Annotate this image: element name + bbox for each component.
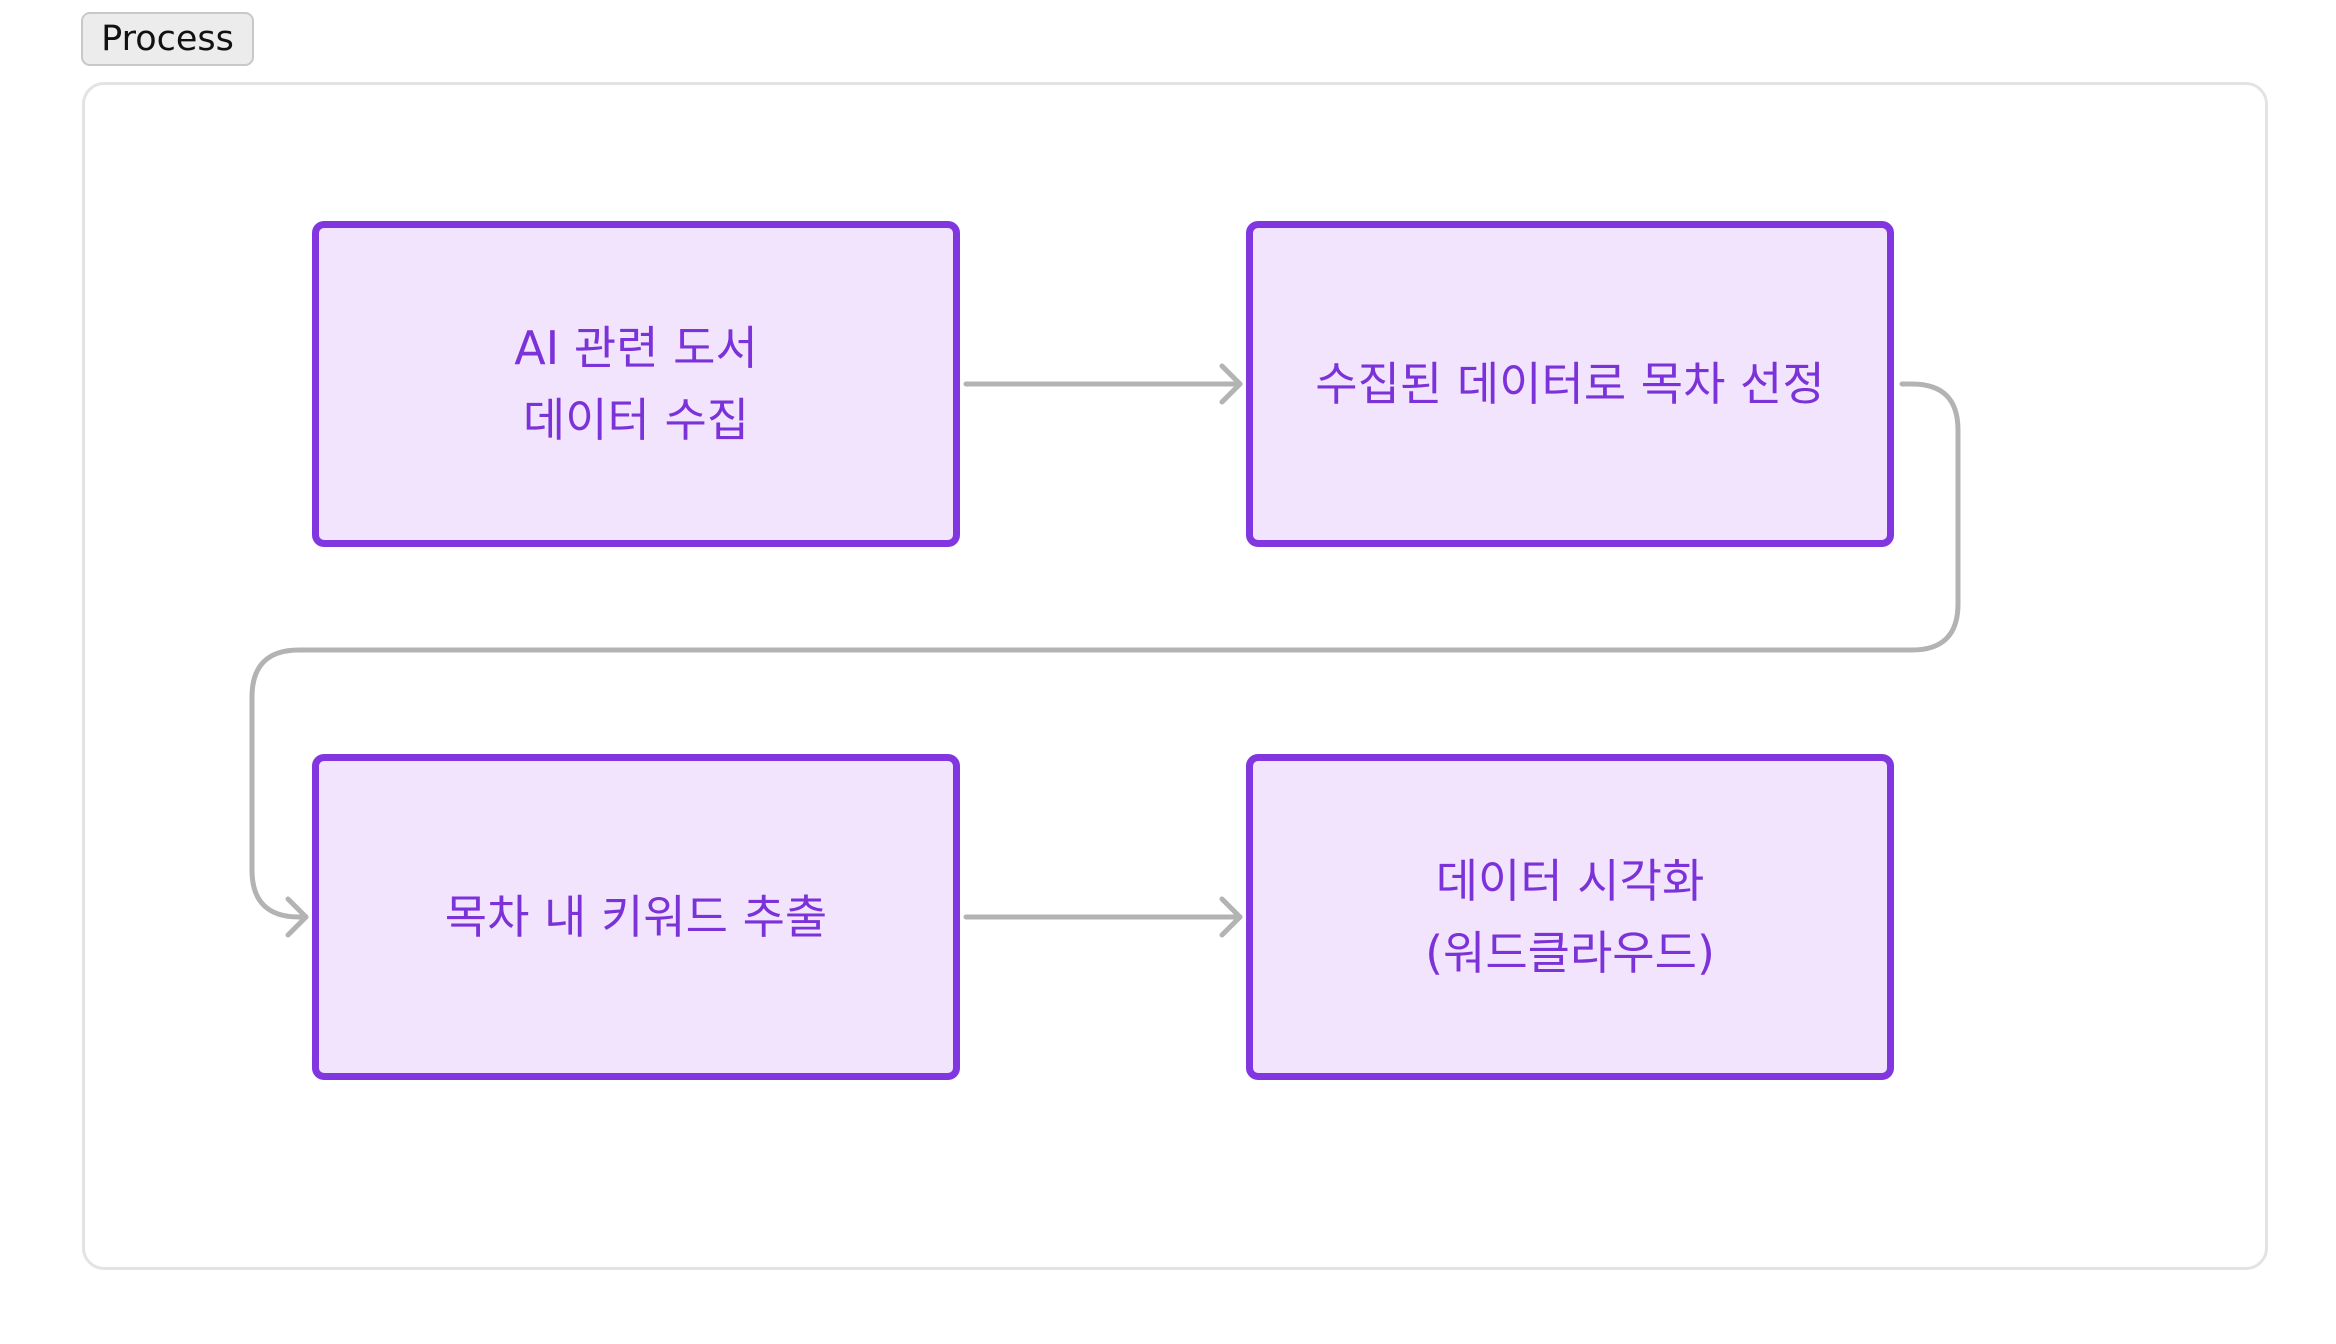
node-label: 데이터 시각화 (워드클라우드)	[1425, 854, 1715, 980]
edge-2-to-3-arrow	[249, 381, 1961, 938]
node-label: 수집된 데이터로 목차 선정	[1315, 357, 1825, 411]
node-collect-data[interactable]: AI 관련 도서 데이터 수집	[312, 221, 960, 547]
node-label: AI 관련 도서 데이터 수집	[514, 321, 758, 447]
edge-1-to-2-arrow	[963, 363, 1243, 405]
process-tab[interactable]: Process	[81, 12, 254, 66]
node-select-toc[interactable]: 수집된 데이터로 목차 선정	[1246, 221, 1894, 547]
node-visualize[interactable]: 데이터 시각화 (워드클라우드)	[1246, 754, 1894, 1080]
edge-3-to-4-arrow	[963, 896, 1243, 938]
node-extract-keywords[interactable]: 목차 내 키워드 추출	[312, 754, 960, 1080]
node-label: 목차 내 키워드 추출	[444, 890, 828, 944]
